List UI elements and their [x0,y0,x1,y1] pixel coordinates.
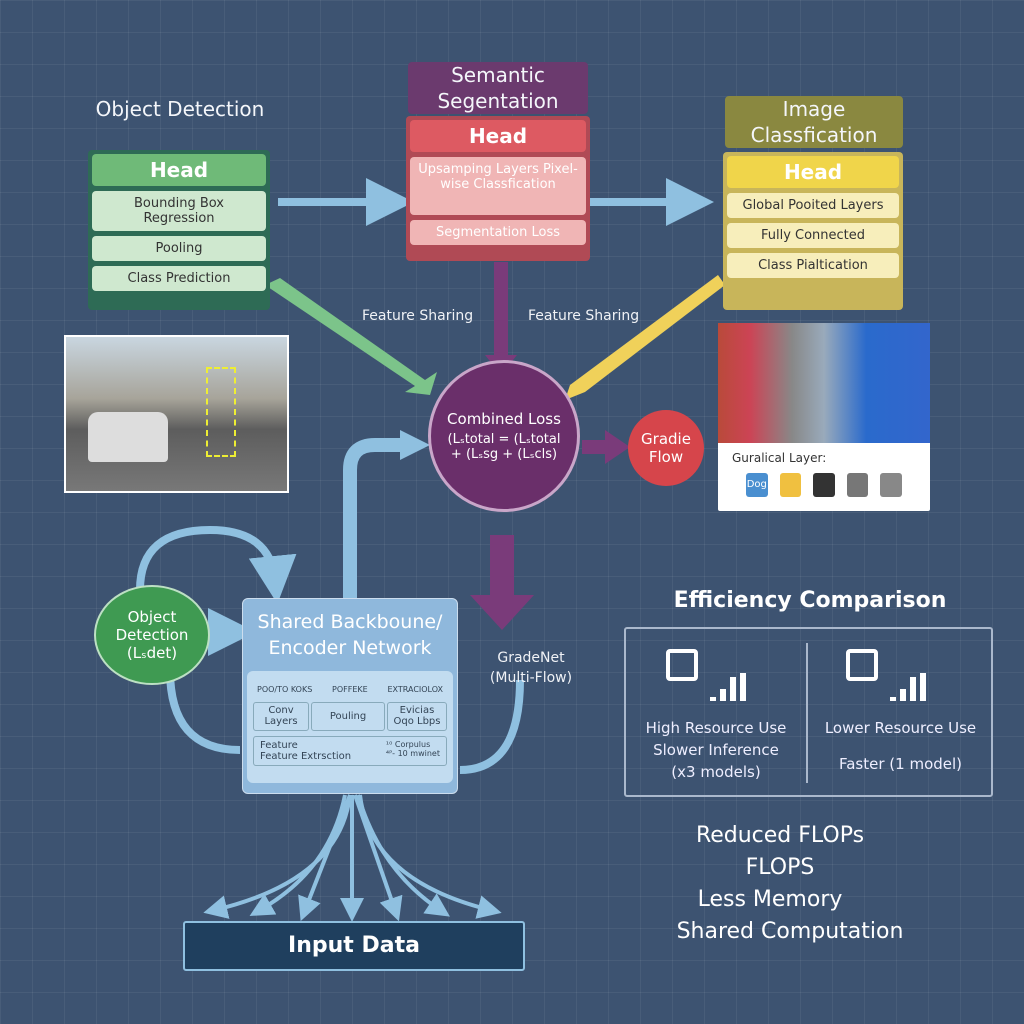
efficiency-text: Faster (1 model) [838,755,963,773]
classification-card: Guralical Layer: Dog [718,323,930,511]
classification-head: Head Global Pooited Layers Fully Connect… [723,152,903,310]
pooling: Pouling [311,702,385,731]
shared-backbone: Shared Backboune/ Encoder Network POO/TO… [242,598,458,794]
gradient-flow-node: Gradie Flow [628,410,704,486]
benefit: Less Memory [697,887,843,912]
gradenet-label: GradeNet (Multi-Flow) [489,650,573,686]
feature-note: ¹⁰ Corpulus [385,740,431,749]
conv-layers: Conv Layers [253,702,309,731]
head-label: Head [92,154,266,186]
class-chip [846,473,869,497]
feature-sharing-label: Feature Sharing [528,308,640,324]
class-chip [779,473,802,497]
layer-class: Class Prediction [92,266,266,291]
node-title: Object Detection [115,608,189,644]
chip-chart-icon [846,649,926,701]
car-shape [88,412,168,462]
layer-bbox: Bounding Box Regression [92,191,266,231]
combined-loss-title: Combined Loss [447,410,561,428]
layer-global-pool: Global Pooited Layers [727,193,899,218]
class-chip-dog: Dog [746,473,768,497]
chip-chart-icon [666,649,746,701]
class-chip [813,473,835,497]
header: POO/TO KOKS [257,685,313,694]
layer-upsampling: Upsamping Layers Pixel-wise Classficatio… [410,157,586,215]
header: POFFEKE [332,685,368,694]
feature-note: ⁴ᴾ- 10 mwinet [385,749,440,758]
backbone-headers: POO/TO KOKS POFFEKE EXTRACIOLOX [253,677,447,702]
backbone-cell: Evicias Oqo Lbps [387,702,447,731]
bounding-box [206,367,236,457]
node-sub: (Lₛdet) [126,644,178,662]
card-label: Guralical Layer: [732,451,827,465]
loss-formula: + (Lₛsg + (Lₛcls) [450,447,558,462]
benefit: FLOPS [745,855,815,880]
efficiency-text: Lower Resource Use [824,719,977,737]
feature-label: Feature [260,740,298,751]
object-detection-loss-node: Object Detection (Lₛdet) [94,585,210,685]
object-detection-head: Head Bounding Box Regression Pooling Cla… [88,150,270,310]
combined-loss-node: Combined Loss (Lₛtotal = (Lₛtotal + (Lₛs… [428,360,580,512]
layer-class: Class Pialtication [727,253,899,278]
head-label: Head [410,120,586,152]
input-data-box: Input Data [183,921,525,971]
street-detection-image [64,335,289,493]
divider [806,643,808,783]
head-label: Head [727,156,899,188]
benefit: Shared Computation [676,919,904,944]
feature-extraction: Feature Extrsction [260,751,352,762]
segmentation-title: Semantic Segentation [408,62,588,114]
efficiency-text: (x3 models) [671,763,761,781]
object-detection-title: Object Detection [95,97,265,121]
feature-sharing-label: Feature Sharing [362,308,474,324]
segmentation-head: Head Upsamping Layers Pixel-wise Classfi… [406,116,590,261]
layer-seg-loss: Segmentation Loss [410,220,586,245]
class-chip [880,473,902,497]
street-classification-image [718,323,930,443]
efficiency-text: Slower Inference [653,741,779,759]
efficiency-text: High Resource Use [645,719,787,737]
benefit: Reduced FLOPs [695,823,865,848]
layer-pooling: Pooling [92,236,266,261]
layer-fc: Fully Connected [727,223,899,248]
classification-title: Image Classfication [725,96,903,148]
header: EXTRACIOLOX [387,685,443,694]
efficiency-title: Efficiency Comparison [673,588,947,613]
backbone-title: Shared Backboune/ Encoder Network [257,611,443,659]
loss-formula: (Lₛtotal = (Lₛtotal [447,432,561,447]
